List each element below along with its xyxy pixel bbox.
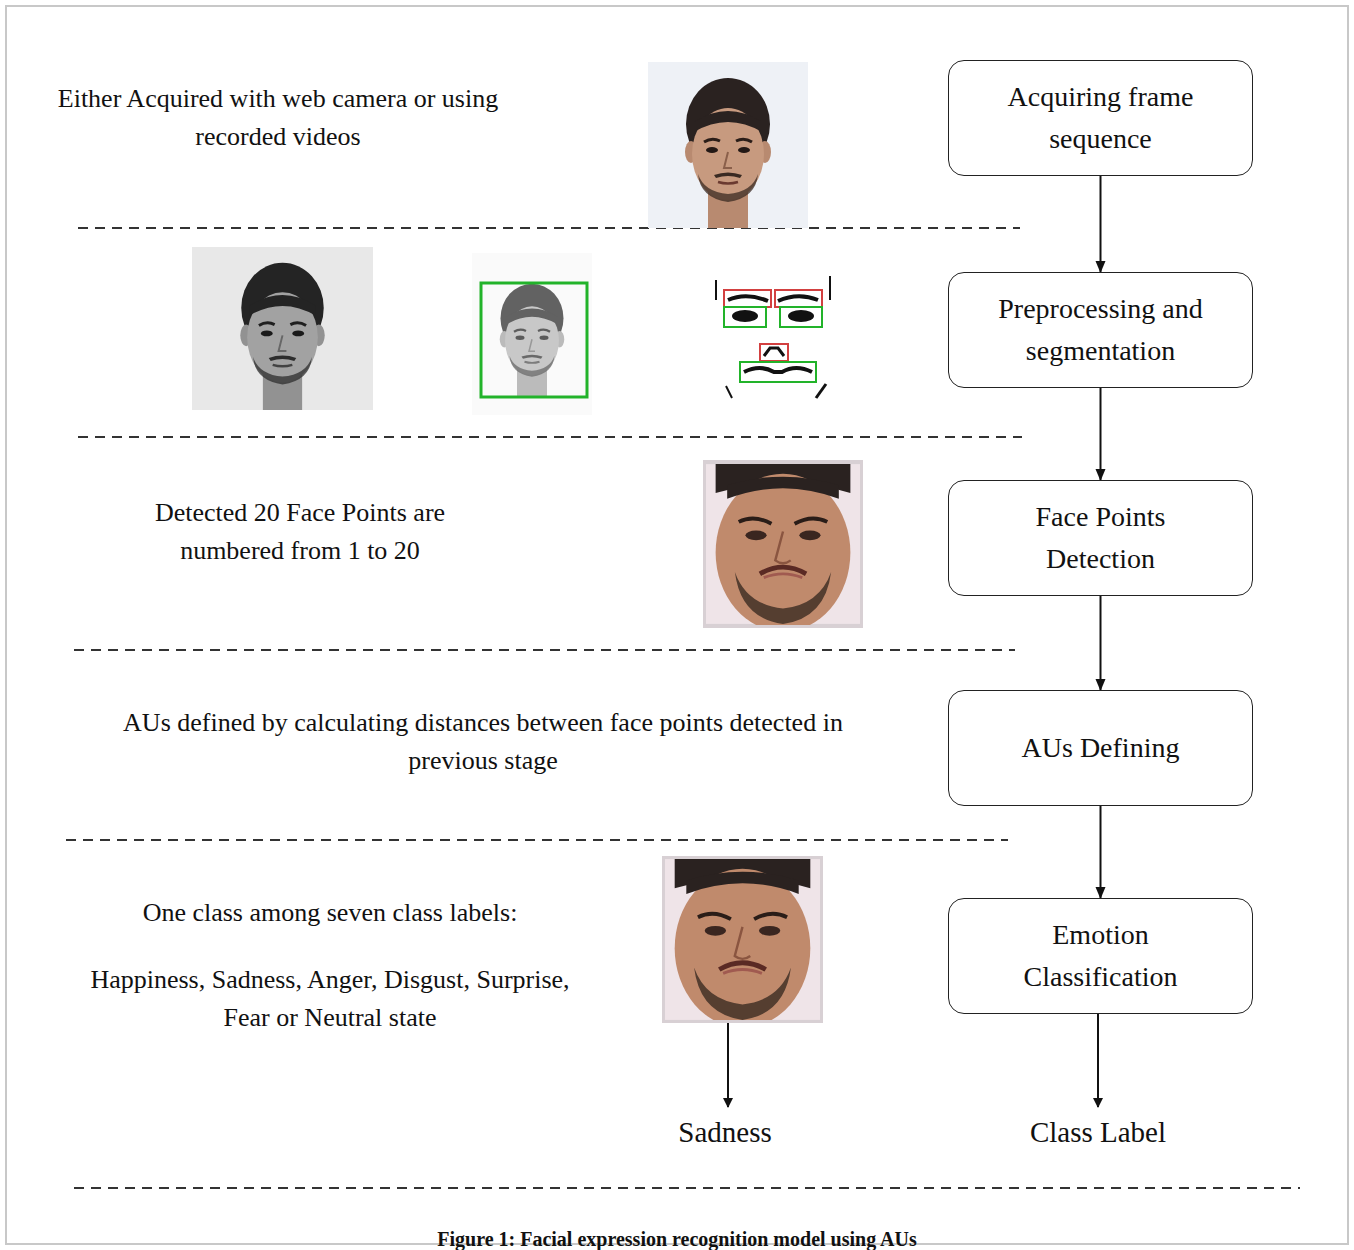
box-label: Acquiring frame sequence xyxy=(979,76,1222,160)
stage-note: Happiness, Sadness, Anger, Disgust, Surp… xyxy=(80,961,580,1037)
process-box: AUs Defining xyxy=(948,690,1253,806)
flow-arrow xyxy=(1100,176,1102,272)
box-label: AUs Defining xyxy=(1022,727,1180,769)
stage-note: Either Acquired with web camera or using… xyxy=(48,80,508,156)
stage-note: Detected 20 Face Points are numbered fro… xyxy=(100,494,500,570)
figure-caption: Figure 1: Facial expression recognition … xyxy=(177,1227,1177,1250)
process-box: Acquiring frame sequence xyxy=(948,60,1253,176)
flow-arrow xyxy=(1100,596,1102,690)
stage-note: AUs defined by calculating distances bet… xyxy=(103,704,863,780)
process-box: Emotion Classification xyxy=(948,898,1253,1014)
output-label: Sadness xyxy=(625,1113,825,1151)
flow-arrow xyxy=(1100,806,1102,898)
flow-arrow xyxy=(1100,388,1102,480)
box-label: Emotion Classification xyxy=(979,914,1222,998)
process-box: Preprocessing and segmentation xyxy=(948,272,1253,388)
stage-note: One class among seven class labels: xyxy=(80,894,580,932)
box-label: Face Points Detection xyxy=(979,496,1222,580)
process-box: Face Points Detection xyxy=(948,480,1253,596)
output-label: Class Label xyxy=(968,1113,1228,1151)
box-label: Preprocessing and segmentation xyxy=(979,288,1222,372)
